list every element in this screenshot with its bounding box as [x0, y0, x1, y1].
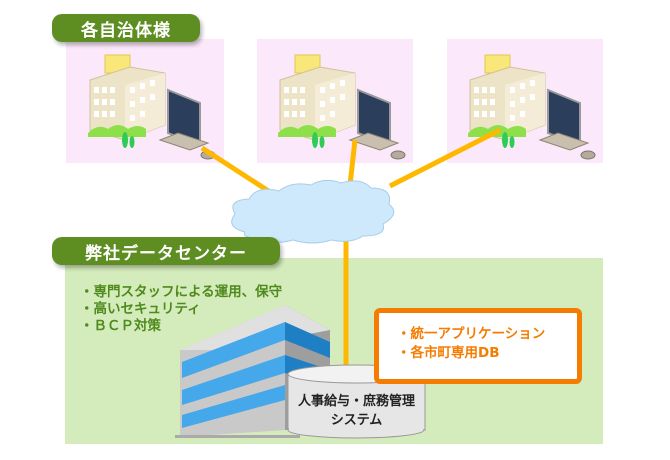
feature-item: ・ＢＣＰ対策 — [80, 318, 161, 334]
feature-item: ・高いセキュリティ — [80, 301, 201, 317]
feature-item: ・専門スタッフによる運用、保守 — [80, 284, 283, 300]
system-name-line1: 人事給与・庶務管理 — [297, 394, 415, 409]
app-item: ・統一アプリケーション — [397, 326, 546, 342]
system-name: 人事給与・庶務管理 システム — [288, 392, 425, 430]
cloud-icon — [231, 179, 395, 244]
datacenter-features: ・専門スタッフによる運用、保守 ・高いセキュリティ ・ＢＣＰ対策 — [80, 284, 282, 335]
application-box: ・統一アプリケーション ・各市町専用DB — [374, 308, 582, 384]
municipalities-label: 各自治体様 — [52, 14, 200, 42]
app-item: ・各市町専用DB — [397, 345, 500, 361]
datacenter-label: 弊社データセンター — [52, 237, 280, 265]
connection-lines — [200, 127, 502, 372]
system-name-line2: システム — [330, 413, 383, 428]
